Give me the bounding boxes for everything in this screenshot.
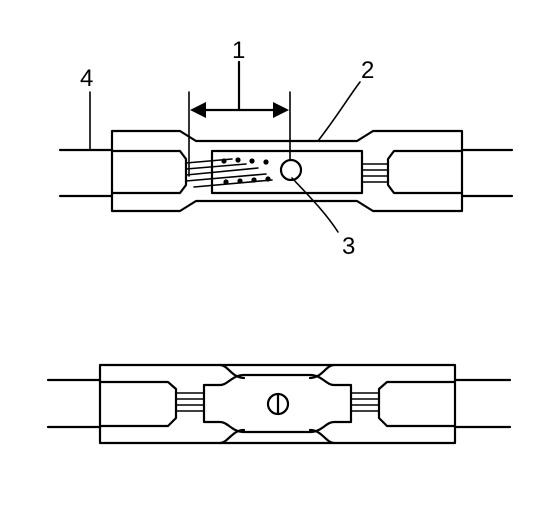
dimple-top-right bbox=[308, 363, 336, 380]
inspection-window bbox=[279, 158, 303, 182]
left-insulation-inner bbox=[110, 149, 188, 195]
right-wire-strands-2 bbox=[350, 392, 380, 412]
left-wire-strands bbox=[185, 158, 273, 188]
right-insulation-inner-2 bbox=[377, 380, 457, 428]
crimp-barrel bbox=[210, 149, 364, 195]
right-insulation-inner bbox=[386, 149, 464, 195]
callout-label-1: 1 bbox=[232, 37, 245, 64]
leader-window bbox=[291, 177, 339, 233]
leader-sleeve bbox=[317, 81, 361, 142]
dimple-bottom-right bbox=[308, 428, 336, 445]
top-splice-figure: 1 2 3 4 bbox=[58, 37, 514, 260]
callout-label-3: 3 bbox=[342, 233, 355, 260]
bottom-splice-figure bbox=[46, 363, 512, 445]
dimple-bottom-left bbox=[218, 428, 246, 445]
dimension-marker bbox=[188, 60, 291, 177]
splice-sleeve-outline bbox=[110, 129, 464, 213]
right-wire-strands bbox=[361, 163, 389, 183]
strand-ends bbox=[221, 157, 271, 185]
left-wire-strands-2 bbox=[175, 392, 205, 412]
crimped-sleeve-outline bbox=[98, 363, 457, 445]
callout-label-2: 2 bbox=[361, 57, 374, 84]
callout-label-4: 4 bbox=[80, 65, 93, 92]
dimple-top-left bbox=[218, 363, 246, 380]
left-insulation-inner-2 bbox=[98, 380, 178, 428]
